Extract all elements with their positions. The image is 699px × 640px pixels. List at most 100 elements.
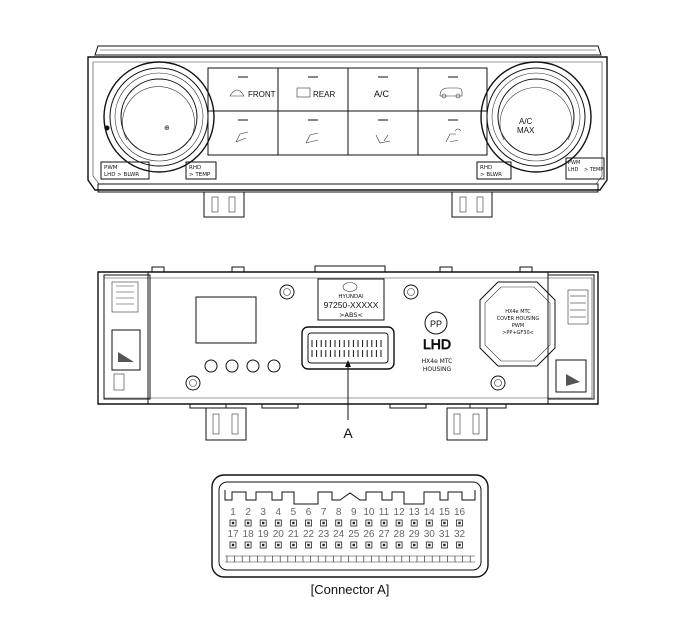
pin-contact [367, 543, 371, 547]
hyundai-logo-icon [342, 282, 358, 292]
pin-contact [246, 543, 250, 547]
pin-number: 13 [409, 507, 421, 518]
pin-number: 5 [291, 507, 297, 518]
vent-bilevel-icon [305, 132, 319, 144]
pin-number: 29 [409, 529, 421, 540]
pin-number: 10 [363, 507, 375, 518]
rear-clips [189, 404, 507, 441]
vent-bilevel-button[interactable] [305, 132, 319, 144]
front-clips [203, 191, 493, 218]
pin-contact [428, 543, 431, 547]
right-bracket [547, 274, 595, 400]
pin-contact [443, 521, 446, 525]
recycle-mark-icon: PP [424, 311, 448, 335]
pin-number: 32 [454, 529, 466, 540]
ac-button[interactable]: A/C [374, 89, 390, 99]
recirculation-button[interactable] [439, 87, 463, 99]
pin-contact [322, 543, 325, 547]
rear-defrost-button[interactable]: REAR [296, 87, 335, 99]
pin-contact [231, 521, 235, 525]
tag-text: > BLWR [480, 172, 502, 178]
pin-number: 16 [454, 507, 466, 518]
ac-button-label: A/C [374, 89, 390, 99]
tag-text: LHD > BLWR [104, 172, 139, 178]
tag-text: PWM [104, 165, 118, 171]
pin-number: 14 [424, 507, 436, 518]
vent-floor-icon [375, 134, 391, 144]
pin-contact [292, 521, 295, 525]
pin-number: 26 [363, 529, 375, 540]
right-tag-rhd-blwr: RHD > BLWR [476, 161, 512, 180]
tag-text: > TEMP [189, 172, 211, 178]
left-tag-pwm-lhd: PWM LHD > BLWR [100, 161, 150, 180]
pin-contact [352, 543, 355, 547]
pin-number: 20 [273, 529, 285, 540]
pin-number: 23 [318, 529, 330, 540]
pin-number: 30 [424, 529, 436, 540]
pin-contact [277, 543, 280, 547]
pin-number: 27 [378, 529, 390, 540]
pin-contact [231, 543, 235, 547]
pin-contact [322, 521, 325, 525]
tag-text: > TEMP [584, 167, 603, 173]
lhd-mark: LHD [423, 336, 451, 352]
pin-number: 4 [276, 507, 282, 518]
cover-text: >PP+GF30< [502, 330, 534, 336]
rear-defrost-icon [296, 87, 311, 98]
rear-panel: HYUNDAI 97250-XXXXX >ABS< PP LHD HX4e MT… [97, 265, 599, 441]
display-window [195, 296, 257, 344]
pin-number: 3 [260, 507, 266, 518]
pin-number: 18 [243, 529, 255, 540]
pin-contact [367, 521, 371, 525]
pin-contact [262, 543, 265, 547]
recirculation-icon [439, 87, 463, 97]
left-tag-rhd-temp: RHD > TEMP [185, 161, 217, 180]
button-leds [238, 76, 458, 121]
tag-text: RHD [480, 165, 492, 171]
pin-number: 1 [230, 507, 236, 518]
ac-max-label-1: A/C [519, 117, 533, 126]
pin-number: 22 [303, 529, 315, 540]
pin-contact [458, 521, 461, 525]
material-mark: >ABS< [339, 311, 363, 319]
pin-number: 31 [439, 529, 451, 540]
pin-number: 8 [336, 507, 342, 518]
indicator-dot [104, 125, 110, 131]
part-number: 97250-XXXXX [324, 300, 379, 310]
pin-contact [397, 543, 401, 547]
label-plate: HYUNDAI 97250-XXXXX >ABS< [317, 278, 385, 321]
temperature-knob-left[interactable]: ⊕ [103, 61, 215, 173]
right-tag-pwm-lhd: PWM LHD > TEMP [565, 157, 605, 180]
housing-text-2: HOUSING [423, 366, 452, 373]
pin-number: 6 [306, 507, 312, 518]
connector-caption: [Connector A] [311, 582, 390, 597]
fan-icon: ⊕ [164, 124, 170, 132]
front-defrost-button[interactable]: FRONT [229, 89, 276, 99]
pin-number: 12 [394, 507, 406, 518]
vent-floor-button[interactable] [375, 134, 391, 144]
pin-contact [352, 521, 355, 525]
vent-floor-defrost-icon [445, 128, 462, 143]
left-bracket [103, 274, 151, 400]
pin-contact [413, 521, 416, 525]
vent-face-button[interactable] [235, 131, 249, 143]
front-button-label: FRONT [248, 90, 276, 99]
vent-floor-defrost-button[interactable] [445, 128, 462, 143]
brand-text: HYUNDAI [338, 294, 364, 300]
pin-contact [246, 521, 250, 525]
pin-number: 28 [394, 529, 406, 540]
callout-label: A [343, 425, 353, 441]
pin-number: 24 [333, 529, 345, 540]
led-holes [204, 359, 281, 373]
tag-text: RHD [189, 165, 201, 171]
pin-number: 11 [379, 507, 390, 518]
pin-number: 19 [258, 529, 270, 540]
pin-contact [337, 521, 340, 525]
pin-contact [292, 543, 295, 547]
fan-knob-right[interactable]: A/C MAX [480, 61, 592, 173]
cover-text: COVER HOUSING [497, 316, 540, 322]
tag-text: PWM [568, 160, 580, 166]
housing-text-1: HX4e MTC [422, 358, 453, 365]
